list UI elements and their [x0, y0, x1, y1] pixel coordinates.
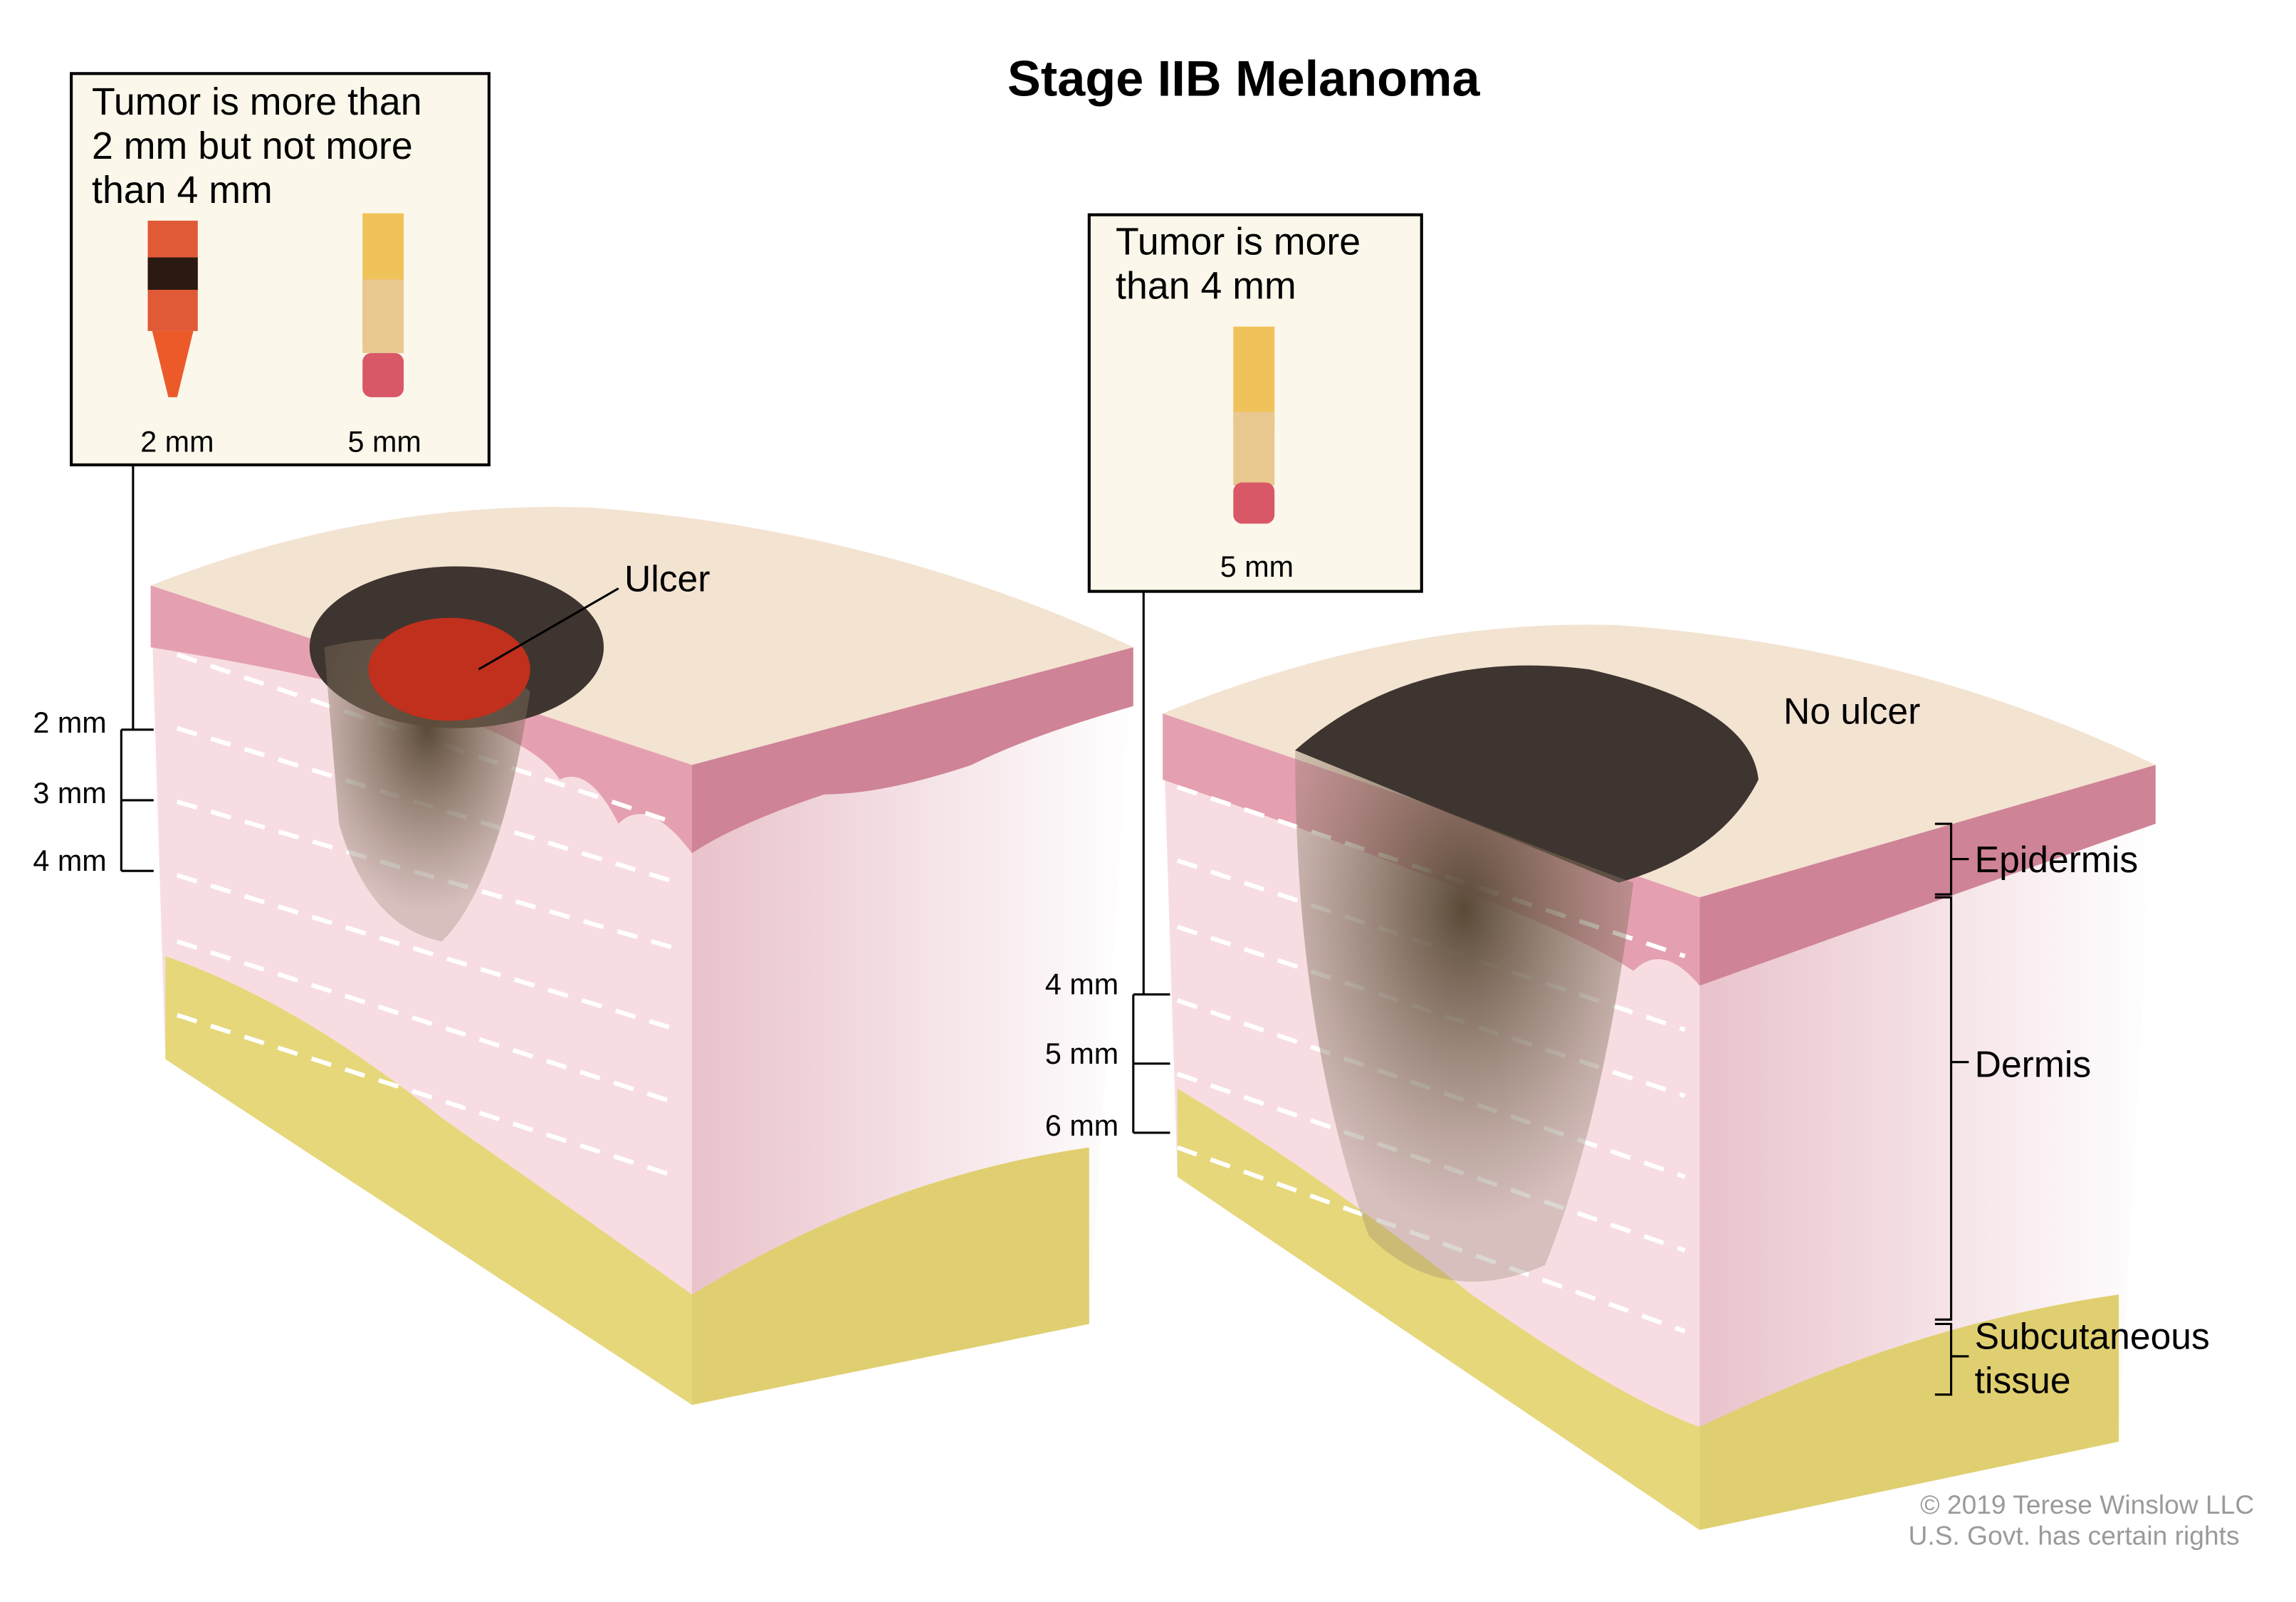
tissue-label: tissue — [1975, 1360, 2071, 1401]
svg-text:2 mm: 2 mm — [140, 425, 214, 458]
svg-text:Tumor is more than: Tumor is more than — [92, 80, 422, 123]
svg-text:5 mm: 5 mm — [348, 425, 421, 458]
right-thickness-box: Tumor is more than 4 mm 5 mm — [1087, 213, 1423, 995]
pencil-eraser-icon — [362, 213, 404, 397]
svg-text:6 mm: 6 mm — [1045, 1109, 1118, 1142]
svg-text:2 mm but not more: 2 mm but not more — [92, 125, 413, 167]
svg-text:4 mm: 4 mm — [1045, 968, 1118, 1001]
svg-text:5 mm: 5 mm — [1220, 550, 1294, 583]
crayon-tip-icon — [147, 220, 198, 397]
lesion — [1295, 665, 1758, 883]
tumor — [1295, 750, 1634, 1282]
ulcer — [368, 617, 530, 721]
epidermis-label: Epidermis — [1975, 839, 2139, 880]
left-thickness-box: Tumor is more than 2 mm but not more tha… — [70, 72, 491, 730]
svg-text:3 mm: 3 mm — [33, 777, 106, 810]
dermis-label: Dermis — [1975, 1043, 2092, 1084]
layer-brackets — [1934, 822, 1969, 1396]
svg-text:5 mm: 5 mm — [1045, 1037, 1118, 1070]
copyright: © 2019 Terese Winslow LLC — [1920, 1490, 2254, 1519]
ulcer-label: Ulcer — [624, 558, 711, 600]
no-ulcer-label: No ulcer — [1783, 691, 1920, 732]
pencil-eraser-icon — [1233, 326, 1275, 524]
subcutaneous-label: Subcutaneous — [1975, 1316, 2210, 1357]
svg-text:Tumor is more: Tumor is more — [1116, 220, 1361, 263]
rights-notice: U.S. Govt. has certain rights — [1909, 1520, 2240, 1550]
svg-text:4 mm: 4 mm — [33, 844, 106, 877]
svg-text:than 4 mm: than 4 mm — [92, 169, 273, 211]
left-skin-block: Ulcer — [150, 506, 1133, 1405]
left-depth-scale — [120, 728, 154, 872]
right-depth-scale — [1132, 993, 1170, 1134]
diagram-title: Stage IIB Melanoma — [1007, 50, 1480, 106]
right-skin-block: No ulcer — [1163, 624, 2156, 1530]
svg-text:2 mm: 2 mm — [33, 706, 106, 739]
svg-text:than 4 mm: than 4 mm — [1116, 264, 1296, 307]
